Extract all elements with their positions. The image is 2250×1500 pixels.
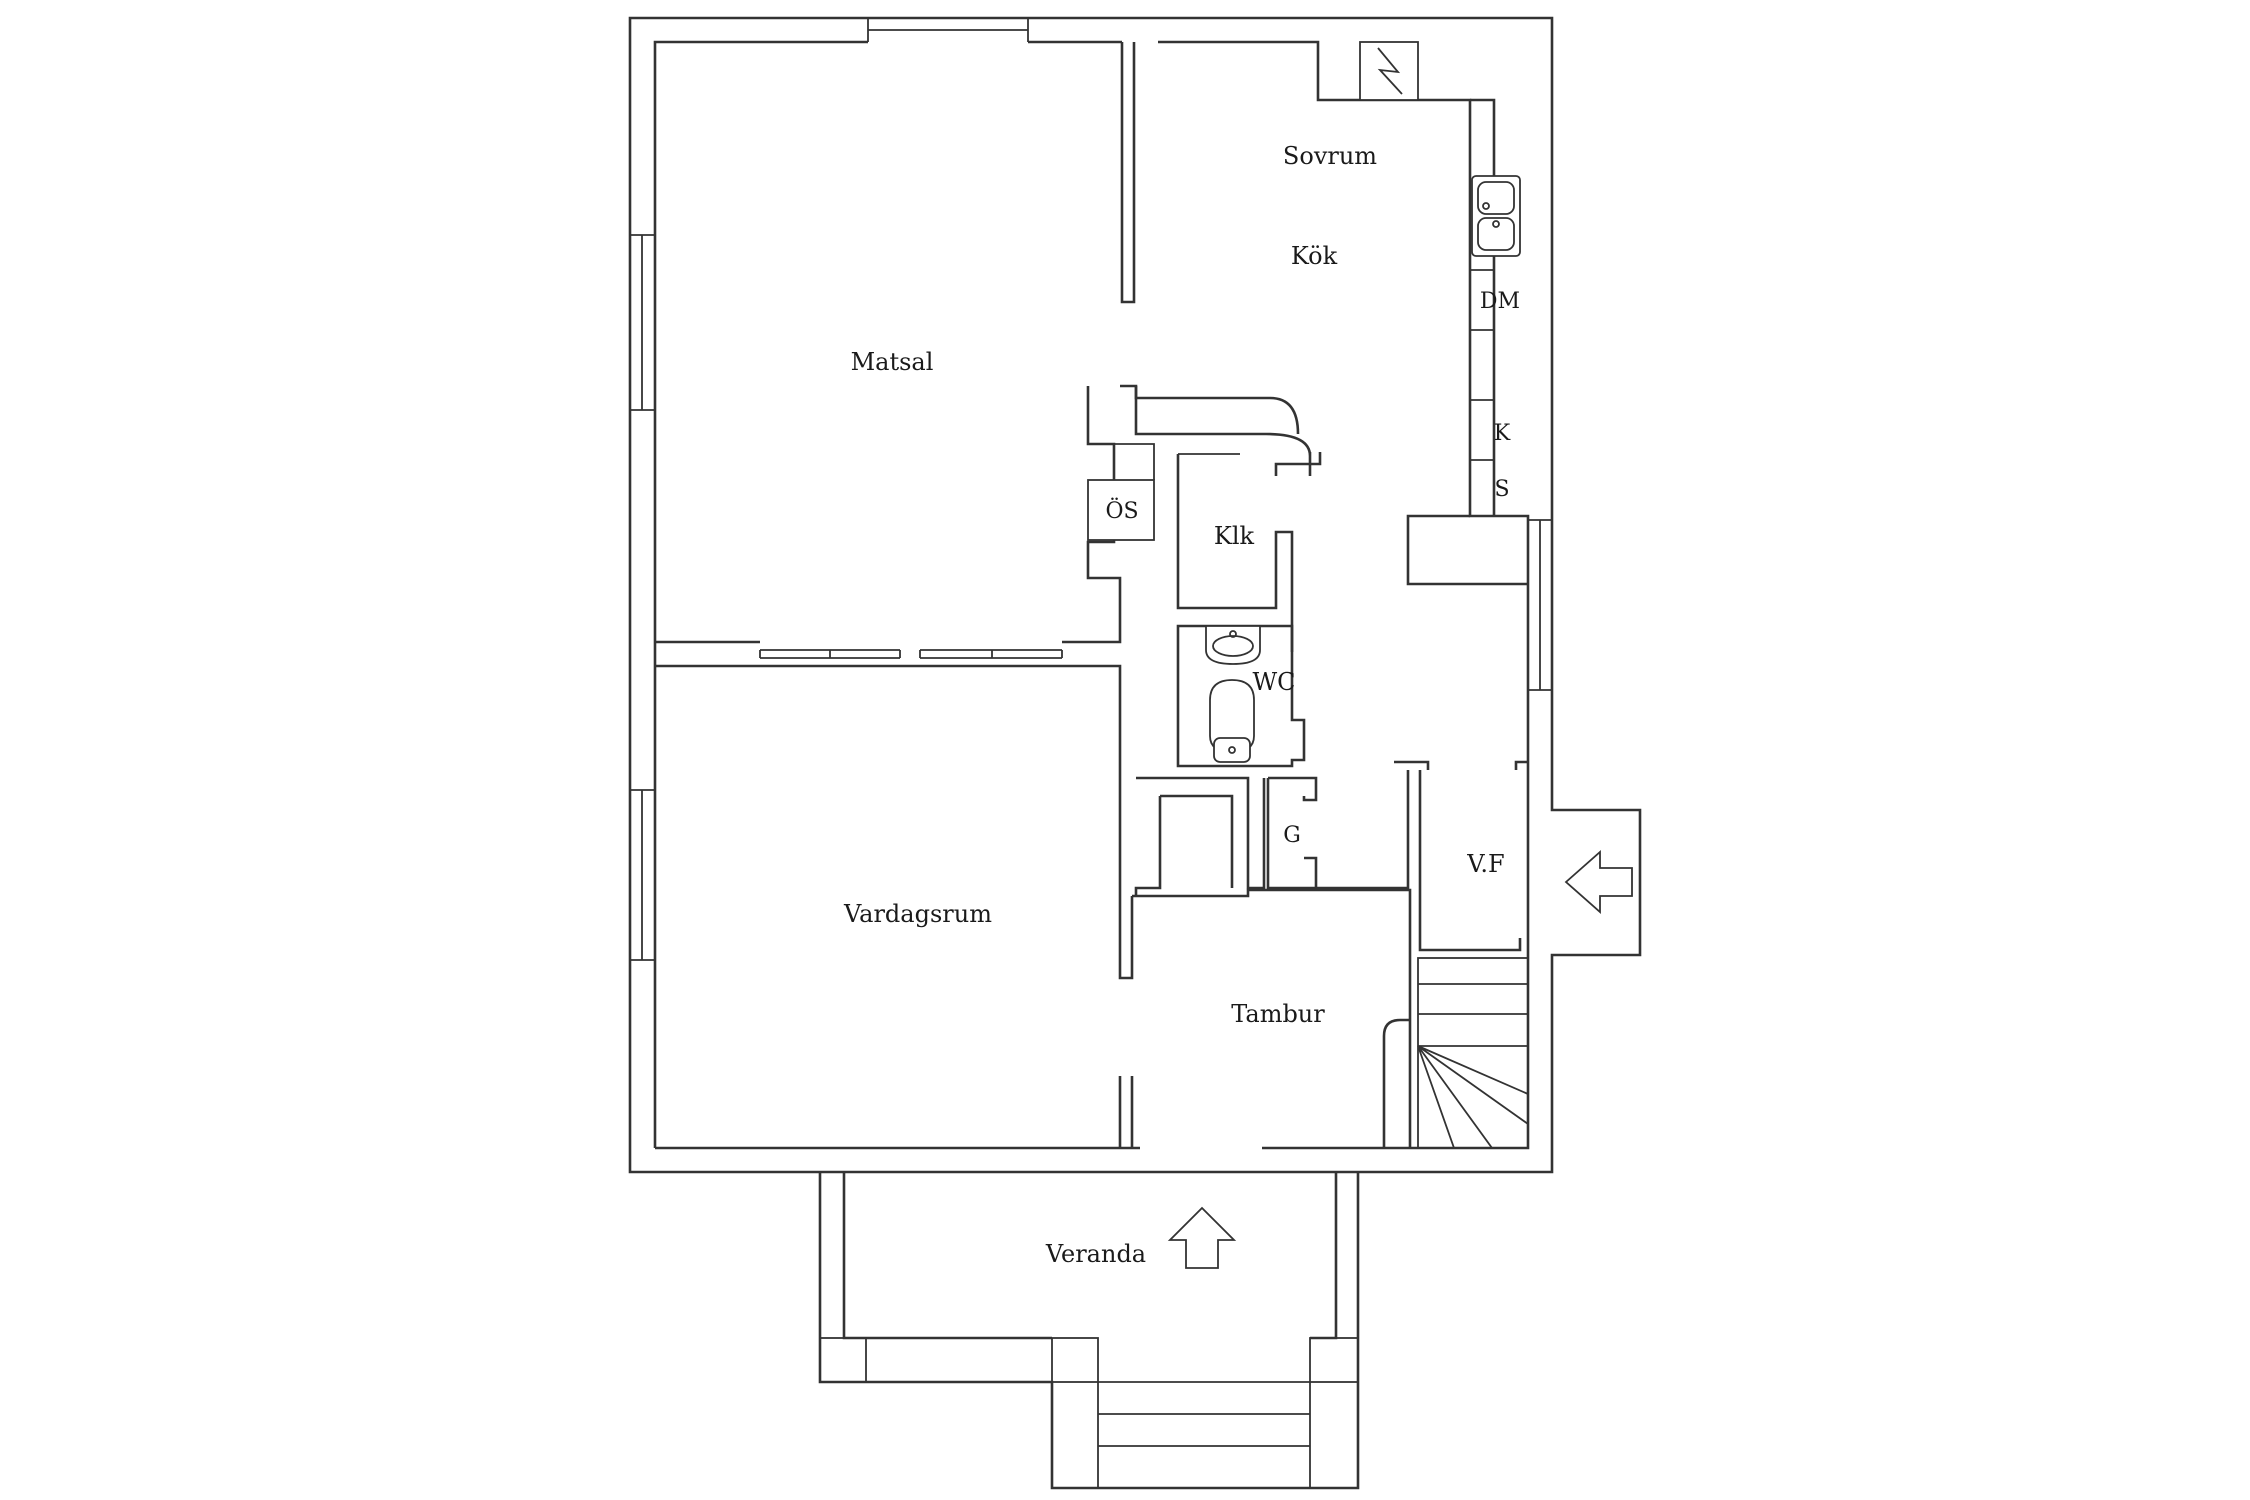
arrow-up-icon [1167, 1206, 1237, 1269]
fixture-label-dm: DM [1480, 289, 1520, 314]
washbasin-icon [1205, 625, 1261, 665]
room-label-vardagsrum: Vardagsrum [843, 900, 992, 928]
fixture-label-s: S [1494, 477, 1509, 502]
kitchen-counter [1470, 98, 1496, 516]
g-closet-walls [1134, 760, 1528, 952]
room-label-tambur: Tambur [1231, 1000, 1325, 1028]
room-label-kok: Kök [1291, 242, 1338, 270]
room-label-wc: WC [1252, 668, 1295, 696]
chimney-icon [1359, 41, 1419, 101]
window-right-kok [1528, 519, 1552, 691]
arrow-left-icon [1564, 850, 1633, 914]
sink-icon [1471, 175, 1521, 257]
room-label-vf: V.F [1466, 850, 1504, 878]
room-label-matsal: Matsal [851, 348, 934, 376]
klk-walls [1120, 384, 1322, 652]
tambur-walls [1132, 888, 1412, 1148]
window-left-vardagsrum [630, 789, 655, 961]
room-label-g: G [1283, 823, 1301, 848]
veranda-walls [818, 1172, 1360, 1490]
room-label-os: ÖS [1105, 497, 1138, 524]
wc-walls [1176, 624, 1306, 768]
staircase-icon [1417, 957, 1529, 1149]
toilet-icon [1209, 679, 1255, 763]
os-cabinet [1087, 443, 1155, 541]
window-left-matsal [630, 234, 655, 411]
room-label-sovrum: Sovrum [1283, 142, 1377, 170]
room-label-veranda: Veranda [1045, 1240, 1146, 1268]
fixture-label-k: K [1494, 421, 1511, 446]
interior-walls [655, 42, 1136, 1148]
kok-lower-walls [1406, 514, 1528, 586]
room-label-klk: Klk [1214, 522, 1255, 550]
